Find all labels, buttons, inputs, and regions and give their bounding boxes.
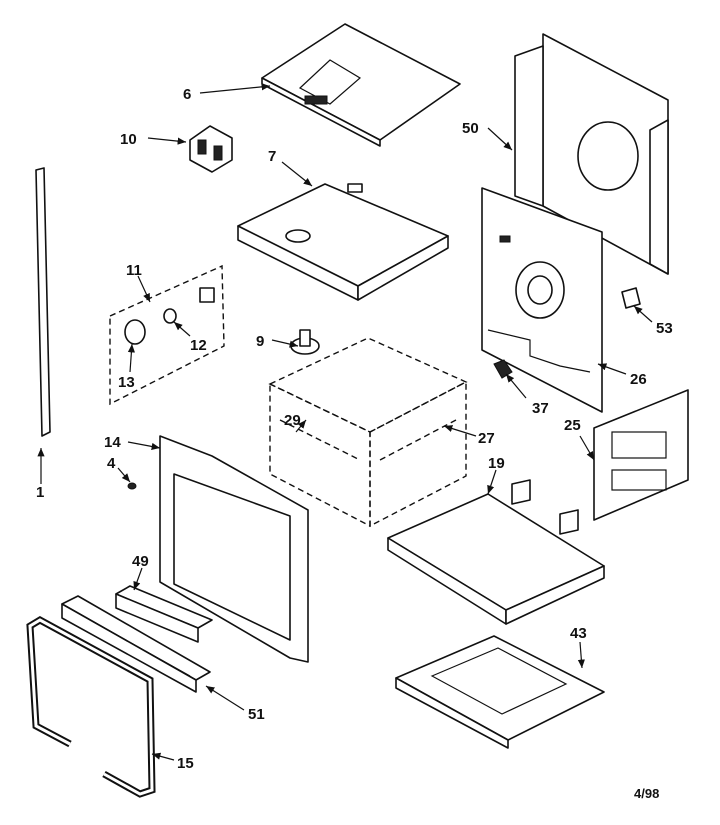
callout-7: 7 [268,148,276,165]
callout-1: 1 [36,484,44,501]
callout-4: 4 [107,455,116,472]
part-25-side-bracket [593,389,689,521]
part-49-trim-bar [115,585,213,643]
callout-37: 37 [532,400,549,417]
callout-labels: 6 10 7 50 11 12 13 9 53 26 37 14 4 1 27 … [36,86,673,772]
part-53-clip [621,287,641,309]
callout-11: 11 [126,262,142,279]
part-27-oven-cavity [268,337,468,528]
leader-lines [37,83,653,761]
part-15-gasket [26,615,156,798]
part-10-bracket [189,125,233,173]
callout-49: 49 [132,553,149,570]
callout-26: 26 [630,371,647,388]
date-code: 4/98 [634,786,659,801]
callout-6: 6 [183,86,191,103]
part-6-vent-panel [261,23,461,147]
part-51-vent-bar [61,595,211,693]
part-14-front-frame [159,435,309,663]
part-11-control-assembly [109,264,225,406]
callout-15: 15 [177,755,194,772]
callout-43: 43 [570,625,587,642]
part-43-base-pan [395,635,605,749]
part-4-screw [127,482,137,490]
callout-12: 12 [190,337,207,354]
callout-13: 13 [118,374,135,391]
callout-50: 50 [462,120,479,137]
callout-25: 25 [564,417,581,434]
part-1-side-trim [35,167,51,437]
callout-10: 10 [120,131,137,148]
part-50-rear-panel [514,33,669,275]
part-37-fastener [493,359,513,379]
callout-29: 29 [284,412,301,429]
callout-27: 27 [478,430,495,447]
part-7-top-cover [237,183,449,301]
callout-14: 14 [104,434,121,451]
callout-53: 53 [656,320,673,337]
part-19-bottom-tray [387,479,605,625]
part-26-mounting-panel [481,187,603,413]
callout-51: 51 [248,706,265,723]
part-9-knob [290,329,320,355]
callout-9: 9 [256,333,264,350]
callout-19: 19 [488,455,505,472]
